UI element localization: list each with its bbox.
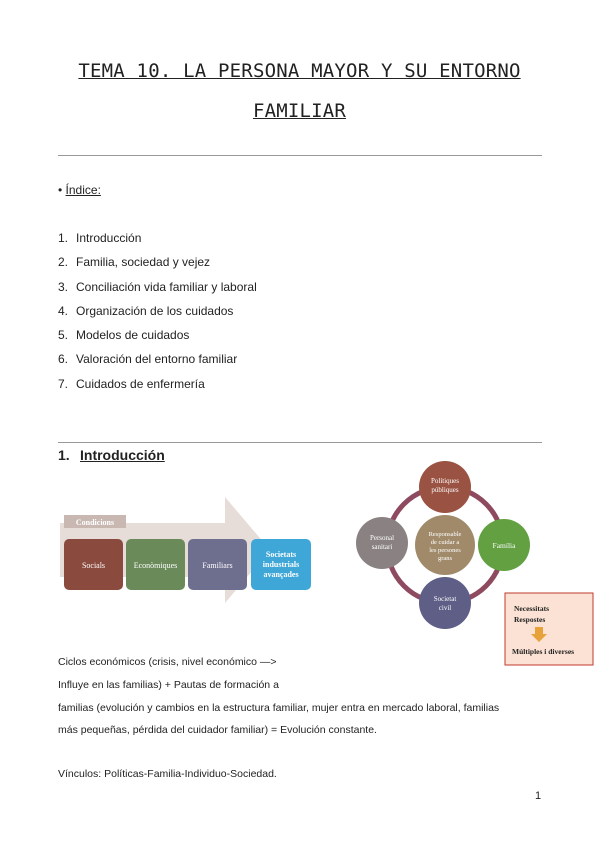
toc-item: 1.Introducción — [58, 231, 142, 245]
node-politiques — [419, 461, 471, 513]
box-economiques — [126, 539, 185, 590]
node-personal-2: sanitari — [372, 543, 393, 551]
body-line-4: más pequeñas, pérdida del cuidador famil… — [58, 724, 377, 736]
conditions-header-box — [64, 515, 126, 528]
page-title-line2: FAMILIAR — [252, 100, 347, 122]
section-heading: 1.Introducción — [58, 447, 165, 463]
center-text-1: Responsable — [429, 531, 462, 538]
box-economiques-label: Econòmiques — [134, 561, 178, 570]
divider-top — [58, 155, 542, 156]
toc-item: 7.Cuidados de enfermería — [58, 376, 205, 391]
box-societats-label-2: industrials — [263, 560, 299, 569]
box-societats-label-3: avançades — [263, 570, 298, 579]
conditions-header: Condicions — [76, 518, 114, 527]
box-societats-label-1: Societats — [266, 550, 296, 559]
index-label: Índice: — [65, 183, 101, 197]
toc-item: 3.Conciliación vida familiar y laboral — [58, 279, 257, 294]
toc-item: 5.Modelos de cuidados — [58, 328, 190, 343]
box-societats — [251, 539, 311, 590]
node-politiques-1: Polítiques — [431, 477, 459, 485]
index-bullet: • — [58, 183, 63, 197]
body-line-5: Vínculos: Políticas-Familia-Individuo-So… — [58, 768, 277, 780]
box-socials — [64, 539, 123, 590]
body-line-1: Ciclos económicos (crisis, nivel económi… — [58, 656, 277, 668]
node-personal — [356, 517, 408, 569]
divider-section — [58, 442, 542, 443]
cycle-center — [415, 515, 475, 575]
needs-box — [504, 592, 594, 666]
conditions-diagram: Condicions Socials Econòmiques Familiars… — [60, 497, 311, 603]
table-of-contents: 1.Introducción 2.Familia, sociedad y vej… — [58, 226, 257, 396]
needs-box-2: Respostes — [514, 615, 545, 624]
node-familia-label: Família — [493, 541, 517, 550]
box-familiars-label: Familiars — [202, 561, 232, 570]
node-personal-1: Personal — [370, 534, 394, 542]
toc-item: 6.Valoración del entorno familiar — [58, 352, 238, 367]
center-text-3: les persones — [429, 547, 461, 554]
node-societat — [419, 577, 471, 629]
page-number: 1 — [535, 790, 542, 802]
index-heading: • Índice: — [58, 183, 101, 197]
needs-box-1: Necessitats — [514, 604, 549, 613]
care-cycle-diagram: Responsable de cuidar a les persones gra… — [356, 461, 594, 666]
center-text-4: grans — [438, 555, 453, 562]
down-arrow-icon — [531, 627, 547, 642]
toc-item: 2.Familia, sociedad y vejez — [58, 255, 211, 270]
body-line-3: familias (evolución y cambios en la estr… — [58, 702, 500, 714]
needs-box-3: Múltiples i diverses — [512, 647, 574, 656]
node-familia — [478, 519, 530, 571]
body-line-2: Influye en las familias) + Pautas de for… — [58, 679, 279, 691]
center-text-2: de cuidar a — [431, 539, 460, 546]
box-socials-label: Socials — [82, 561, 105, 570]
page-title-line1: TEMA 10. LA PERSONA MAYOR Y SU ENTORNO — [78, 60, 521, 82]
toc-item: 4.Organización de los cuidados — [58, 303, 234, 318]
box-familiars — [188, 539, 247, 590]
node-societat-1: Societat — [434, 595, 457, 603]
node-societat-2: civil — [439, 604, 451, 612]
node-politiques-2: públiques — [431, 486, 458, 494]
